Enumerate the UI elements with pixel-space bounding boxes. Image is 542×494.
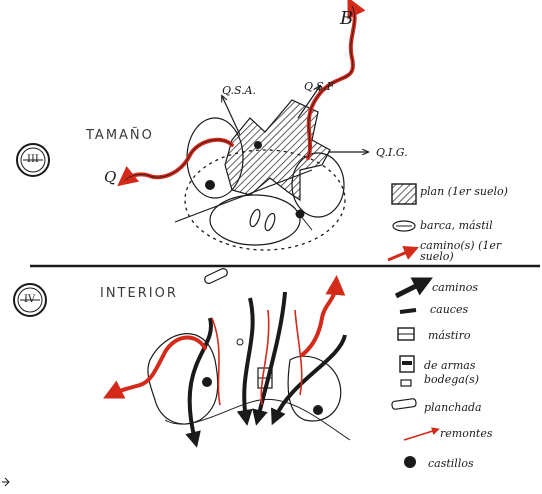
label-west: Q: [104, 168, 116, 186]
legend-item-caminos-suelo: camino(s) (1er suelo): [420, 240, 530, 262]
legend-item-remontes: remontes: [440, 428, 492, 439]
legend-item-castillos: castillos: [428, 458, 474, 469]
legend-item-barca: barca, mástil: [420, 220, 493, 231]
label-qsf: Q.S.F: [304, 80, 334, 93]
legend-item-caminos: caminos: [432, 282, 478, 293]
label-north: B: [340, 8, 353, 29]
title-tamano: TAMAÑO: [86, 128, 154, 143]
legend-item-bodega: bodega(s): [424, 374, 479, 385]
region-label-iii: III: [27, 154, 39, 165]
hatched-plan: [225, 100, 330, 200]
legend-item-planchada: planchada: [424, 402, 482, 413]
legend-item-cauces: cauces: [430, 304, 468, 315]
top-sketch: [17, 6, 368, 250]
legend-item-armas: de armas: [424, 360, 476, 371]
label-qsa: Q.S.A.: [222, 84, 256, 97]
legend-item-plan: plan (1er suelo): [420, 186, 530, 197]
region-label-iv: IV: [24, 294, 35, 305]
title-interior: INTERIOR: [100, 286, 178, 301]
legend-item-mastiro: mástiro: [428, 330, 470, 341]
label-qig: Q.I.G.: [376, 146, 408, 159]
bottom-sketch: [14, 267, 350, 440]
